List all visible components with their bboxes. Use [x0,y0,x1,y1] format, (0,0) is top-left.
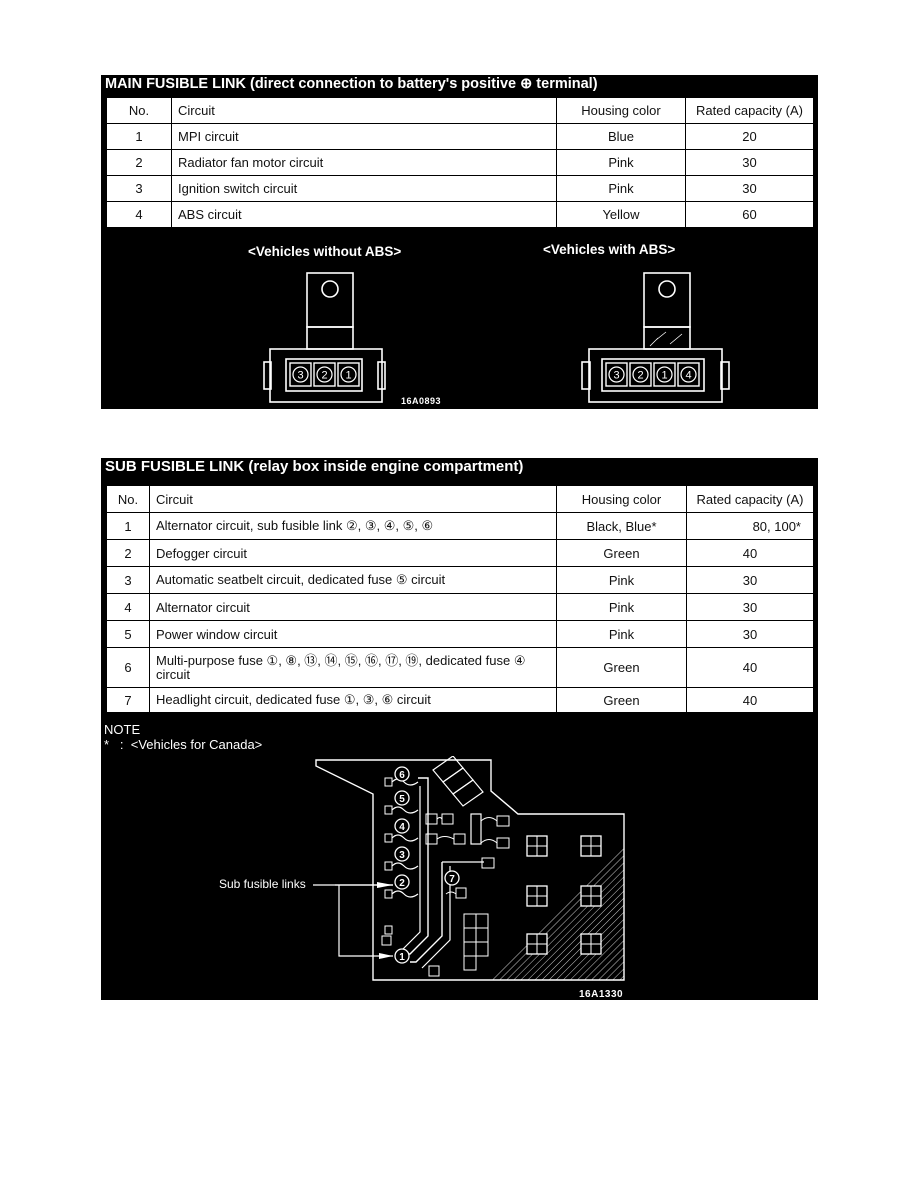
cell-circuit: Radiator fan motor circuit [171,149,557,176]
figure-code: 16A1330 [579,989,624,1000]
cell-capacity: 40 [686,539,814,567]
main-fusible-link-title: MAIN FUSIBLE LINK (direct connection to … [105,76,598,92]
sub-fusible-link-panel: SUB FUSIBLE LINK (relay box inside engin… [101,458,818,1000]
table-row: 5 Power window circuit Pink 30 [106,620,814,648]
cell-color: Pink [556,566,687,594]
caption-without-abs: <Vehicles without ABS> [248,244,402,259]
header-housing-color: Housing color [556,97,686,124]
table-row: 7 Headlight circuit, dedicated fuse ①, ③… [106,687,814,713]
table-row: 3 Ignition switch circuit Pink 30 [106,175,814,202]
main-fusible-link-panel: MAIN FUSIBLE LINK (direct connection to … [101,75,818,409]
sub-fusible-links-callout: Sub fusible links [219,877,306,891]
cell-no: 2 [106,149,172,176]
header-circuit: Circuit [149,485,557,513]
header-rated-capacity: Rated capacity (A) [685,97,814,124]
cell-color: Blue [556,123,686,150]
note-text: * : <Vehicles for Canada> [104,737,263,752]
sub-fusible-link-table: No. Circuit Housing color Rated capacity… [106,485,814,713]
header-circuit: Circuit [171,97,557,124]
table-row: 1 Alternator circuit, sub fusible link ②… [106,512,814,540]
table-row: 4 Alternator circuit Pink 30 [106,593,814,621]
cell-color: Pink [556,149,686,176]
cell-circuit: Headlight circuit, dedicated fuse ①, ③, … [149,687,557,713]
fusible-link-with-abs-diagram: 3 2 1 4 [581,272,730,403]
table-header-row: No. Circuit Housing color Rated capacity… [106,485,814,513]
cell-capacity: 40 [686,647,814,688]
cell-no: 3 [106,566,150,594]
cell-circuit: Alternator circuit [149,593,557,621]
cell-no: 4 [106,201,172,228]
fusible-link-without-abs-diagram: 3 2 1 [263,272,386,403]
header-rated-capacity: Rated capacity (A) [686,485,814,513]
cell-circuit: Alternator circuit, sub fusible link ②, … [149,512,557,540]
link-number: 6 [399,770,405,781]
cell-no: 6 [106,647,150,688]
cell-capacity: 30 [685,175,814,202]
table-row: 1 MPI circuit Blue 20 [106,123,814,150]
slot-label: 2 [637,370,643,382]
cell-circuit: Ignition switch circuit [171,175,557,202]
table-row: 6 Multi-purpose fuse ①, ⑧, ⑬, ⑭, ⑮, ⑯, ⑰… [106,647,814,688]
cell-circuit: Automatic seatbelt circuit, dedicated fu… [149,566,557,594]
table-row: 4 ABS circuit Yellow 60 [106,201,814,228]
slot-label: 4 [685,370,691,382]
cell-capacity: 60 [685,201,814,228]
sub-fusible-link-title: SUB FUSIBLE LINK (relay box inside engin… [105,458,524,475]
link-number: 4 [399,822,405,833]
cell-circuit: ABS circuit [171,201,557,228]
link-number: 3 [399,850,405,861]
cell-color: Green [556,687,687,713]
header-no: No. [106,97,172,124]
cell-no: 3 [106,175,172,202]
cell-capacity: 40 [686,687,814,713]
link-number: 7 [449,874,455,885]
cell-circuit: Power window circuit [149,620,557,648]
cell-color: Pink [556,620,687,648]
cell-color: Yellow [556,201,686,228]
table-row: 2 Radiator fan motor circuit Pink 30 [106,149,814,176]
cell-no: 1 [106,123,172,150]
link-number: 2 [399,878,405,889]
cell-circuit: Multi-purpose fuse ①, ⑧, ⑬, ⑭, ⑮, ⑯, ⑰, … [149,647,557,688]
cell-capacity: 80, 100* [686,512,814,540]
main-fusible-link-table: No. Circuit Housing color Rated capacity… [106,97,814,228]
table-header-row: No. Circuit Housing color Rated capacity… [106,97,814,124]
note-label: NOTE [104,722,141,737]
relay-box-diagram: 1 2 3 4 5 6 7 [315,756,625,981]
cell-color: Pink [556,175,686,202]
cell-color: Green [556,647,687,688]
cell-no: 5 [106,620,150,648]
slot-label: 2 [321,370,327,382]
cell-capacity: 30 [685,149,814,176]
slot-label: 1 [345,370,351,382]
link-number: 1 [399,952,405,963]
slot-label: 1 [661,370,667,382]
slot-label: 3 [297,370,303,382]
slot-label: 3 [613,370,619,382]
caption-with-abs: <Vehicles with ABS> [543,242,676,257]
cell-circuit: MPI circuit [171,123,557,150]
link-number: 5 [399,794,405,805]
cell-capacity: 20 [685,123,814,150]
header-no: No. [106,485,150,513]
figure-code: 16A0893 [401,396,442,406]
callout-leaders [313,882,393,959]
